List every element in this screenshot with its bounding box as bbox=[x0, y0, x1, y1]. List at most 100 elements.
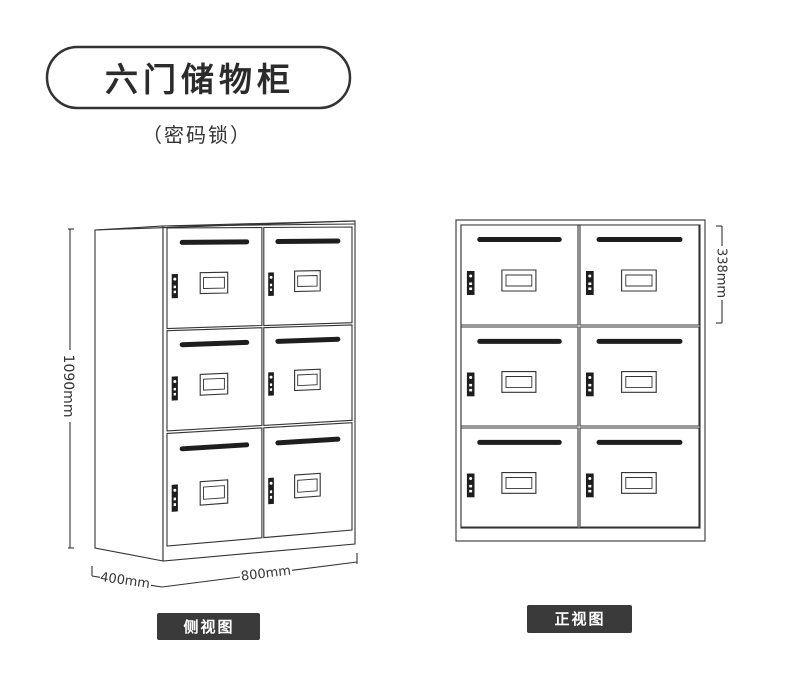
title-block: 六门储物柜 （密码锁） bbox=[45, 45, 352, 147]
keypad-button bbox=[588, 489, 592, 493]
cabinet-top-inner-edge bbox=[162, 223, 356, 227]
keypad-button bbox=[269, 495, 273, 499]
side-door-r1-c1 bbox=[166, 226, 263, 330]
side-view-drawing: 1090mm 400mm 800mm 侧视图 bbox=[60, 220, 358, 640]
dimension-line bbox=[291, 561, 358, 571]
keypad-button bbox=[173, 290, 176, 294]
door-handle-inner bbox=[203, 276, 225, 289]
keypad-knob bbox=[269, 481, 273, 485]
document-slot bbox=[179, 239, 250, 245]
keypad-knob bbox=[269, 375, 273, 379]
keypad-knob bbox=[173, 379, 177, 383]
door-height-dimension-label: 338mm bbox=[714, 248, 729, 298]
keypad-knob bbox=[173, 488, 177, 492]
document-slot bbox=[275, 436, 341, 446]
door-handle bbox=[501, 472, 537, 494]
keypad-button bbox=[588, 388, 592, 392]
document-slot bbox=[179, 339, 250, 348]
door-handle bbox=[294, 368, 321, 392]
door-handle bbox=[501, 371, 537, 393]
side-view-label: 侧视图 bbox=[183, 618, 234, 636]
keypad-button bbox=[269, 383, 273, 386]
badge-background bbox=[527, 605, 632, 633]
door-handle-inner bbox=[297, 373, 318, 387]
keypad-button bbox=[469, 287, 473, 290]
door-handle bbox=[501, 269, 537, 292]
door-handle-inner bbox=[505, 376, 533, 388]
front-view-badge: 正视图 bbox=[527, 605, 632, 633]
door-handle-inner bbox=[625, 274, 653, 287]
front-door-r1-c2 bbox=[579, 224, 700, 326]
door-handle-inner bbox=[203, 485, 225, 500]
keypad-knob bbox=[269, 275, 273, 279]
dimension-line bbox=[161, 576, 241, 588]
keypad-button bbox=[588, 282, 592, 285]
keypad-knob bbox=[588, 274, 592, 278]
front-view-label: 正视图 bbox=[554, 610, 605, 628]
door-handle bbox=[621, 269, 657, 292]
front-door-r2-c2 bbox=[579, 326, 700, 427]
keypad-button bbox=[588, 484, 592, 488]
door-handle-inner bbox=[297, 478, 318, 493]
door-handle-inner bbox=[297, 275, 318, 287]
document-slot bbox=[179, 442, 250, 452]
depth-dimension-label: 400mm bbox=[99, 570, 151, 592]
front-door-r2-c1 bbox=[460, 326, 579, 427]
keypad-button bbox=[173, 285, 176, 289]
badge-background bbox=[157, 613, 260, 640]
keypad-button bbox=[469, 383, 473, 387]
depth-dimension: 400mm bbox=[91, 566, 163, 592]
keypad-button bbox=[469, 388, 473, 392]
page-subtitle: （密码锁） bbox=[142, 123, 252, 147]
front-view-drawing: 338mm 正视图 bbox=[455, 219, 729, 633]
side-view-doors bbox=[166, 226, 353, 547]
width-dimension: 800mm bbox=[161, 553, 358, 588]
door-handle bbox=[199, 479, 229, 506]
door-handle-inner bbox=[505, 274, 533, 287]
dimension-line bbox=[150, 584, 163, 588]
keypad-knob bbox=[469, 274, 473, 278]
keypad-button bbox=[173, 503, 176, 507]
side-door-r2-c1 bbox=[166, 327, 263, 432]
keypad-button bbox=[269, 490, 273, 494]
keypad-knob bbox=[588, 375, 592, 379]
page-title: 六门储物柜 bbox=[105, 60, 295, 99]
keypad-button bbox=[269, 388, 273, 391]
door-handle-inner bbox=[625, 376, 653, 388]
document-slot bbox=[275, 238, 341, 245]
door-handle bbox=[199, 271, 229, 295]
front-door-r3-c1 bbox=[460, 427, 579, 528]
keypad-button bbox=[173, 392, 176, 396]
door-handle bbox=[621, 371, 657, 393]
door-handle bbox=[294, 472, 321, 499]
door-handle-inner bbox=[505, 477, 533, 489]
height-dimension: 1090mm bbox=[60, 228, 76, 549]
front-door-r3-c2 bbox=[579, 427, 700, 528]
keypad-button bbox=[469, 282, 473, 285]
cabinet-side-panel bbox=[94, 225, 164, 562]
keypad-knob bbox=[469, 476, 473, 480]
keypad-button bbox=[469, 489, 473, 493]
dimension-line bbox=[91, 575, 101, 578]
door-handle-inner bbox=[625, 477, 653, 489]
title-frame bbox=[45, 45, 352, 110]
keypad-button bbox=[588, 287, 592, 290]
door-handle bbox=[621, 472, 657, 494]
width-dimension-label: 800mm bbox=[240, 564, 292, 585]
side-door-r3-c2 bbox=[263, 422, 353, 539]
door-height-dimension: 338mm bbox=[714, 225, 729, 324]
keypad-knob bbox=[173, 277, 177, 281]
document-slot bbox=[275, 336, 341, 344]
keypad-knob bbox=[469, 375, 473, 379]
door-handle bbox=[294, 270, 321, 293]
keypad-button bbox=[469, 484, 473, 488]
keypad-button bbox=[269, 283, 273, 287]
keypad-button bbox=[269, 288, 273, 291]
door-handle bbox=[199, 372, 229, 396]
keypad-button bbox=[173, 387, 176, 391]
keypad-button bbox=[173, 497, 176, 501]
front-door-r1-c1 bbox=[460, 224, 579, 326]
side-door-r2-c2 bbox=[263, 324, 353, 426]
side-door-r3-c1 bbox=[166, 427, 263, 547]
side-view-badge: 侧视图 bbox=[157, 613, 260, 640]
